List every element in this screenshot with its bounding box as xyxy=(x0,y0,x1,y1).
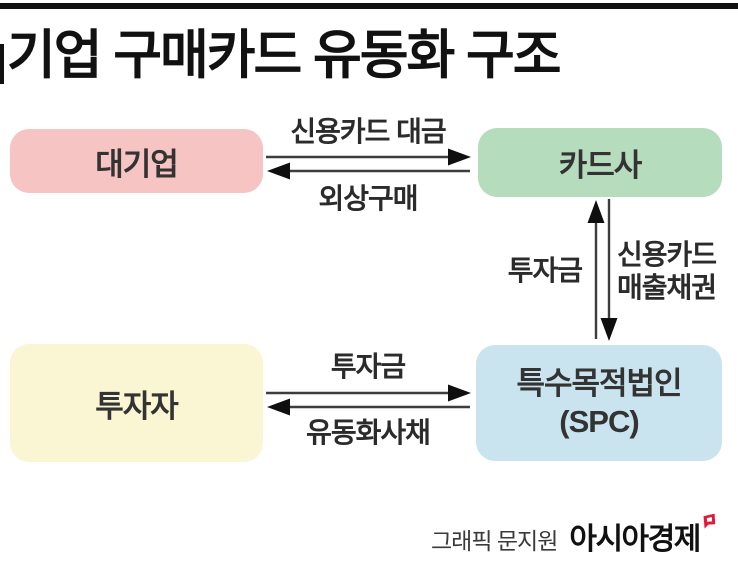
arrow-receivables-down xyxy=(600,199,618,341)
flow-label-investment-vertical: 투자금 xyxy=(507,255,583,286)
brand-name: 아시아경제 xyxy=(569,523,701,556)
arrow-investment-up xyxy=(587,200,605,339)
title-cutoff-fragment xyxy=(0,44,4,84)
flow-label-securitized-bond: 유동화사채 xyxy=(306,417,431,448)
node-spc: 특수목적법인 (SPC) xyxy=(476,345,722,461)
flow-label-investment-bottom: 투자금 xyxy=(330,351,406,382)
footer-credit: 그래픽 문지원 아시아경제 xyxy=(431,513,717,558)
flow-label-credit-purchase: 외상구매 xyxy=(318,183,418,214)
top-divider xyxy=(0,3,738,9)
node-spc-sublabel: (SPC) xyxy=(559,404,639,439)
flow-label-receivables-line2: 매출채권 xyxy=(617,272,717,303)
arrow-investment-right xyxy=(266,384,471,402)
brand-logo-icon xyxy=(703,513,716,529)
node-large-company-label: 대기업 xyxy=(95,146,179,182)
flow-label-receivables: 신용카드 매출채권 xyxy=(617,238,717,304)
arrow-credit-card-payment-right xyxy=(266,148,471,166)
node-investor-label: 투자자 xyxy=(95,388,179,424)
graphic-credit-text: 그래픽 문지원 xyxy=(431,528,558,554)
node-card-company: 카드사 xyxy=(478,128,722,197)
flow-label-receivables-line1: 신용카드 xyxy=(617,239,717,270)
flow-label-credit-card-payment: 신용카드 대금 xyxy=(290,116,446,147)
node-large-company: 대기업 xyxy=(10,129,263,193)
node-spc-label: 특수목적법인 xyxy=(516,366,682,401)
page-title: 기업 구매카드 유동화 구조 xyxy=(7,26,562,85)
node-card-company-label: 카드사 xyxy=(558,148,643,183)
node-investor: 투자자 xyxy=(10,344,263,462)
